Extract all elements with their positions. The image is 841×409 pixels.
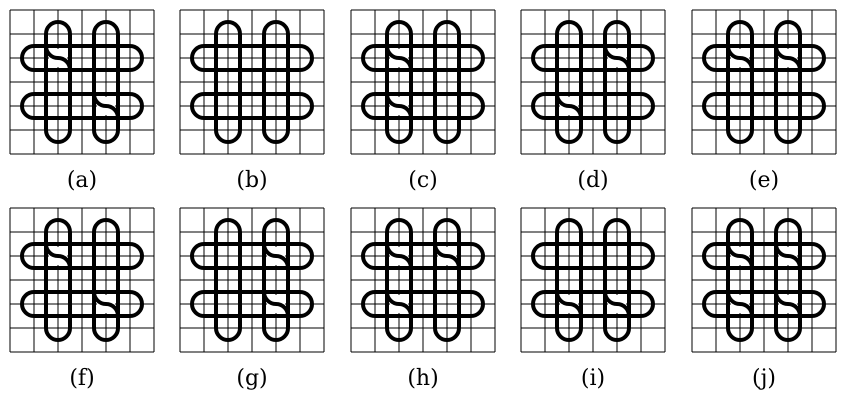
knot-bend <box>385 92 413 120</box>
panel <box>179 207 325 353</box>
panel-caption: (g) <box>236 366 267 391</box>
knot-bend <box>44 44 72 72</box>
panel <box>520 207 666 353</box>
knot-strand <box>433 218 461 342</box>
knot-strand <box>774 218 802 342</box>
knot-strand <box>433 20 461 144</box>
knot-strand <box>20 92 144 120</box>
panel-caption: (d) <box>577 168 608 193</box>
knot-strand <box>20 44 144 72</box>
knot-bend <box>385 290 413 318</box>
knot-strand <box>92 218 120 342</box>
knot-strand <box>190 242 314 270</box>
knot-bend <box>555 92 583 120</box>
knot-bend <box>262 242 290 270</box>
knot-bend <box>603 290 631 318</box>
grid <box>9 207 155 353</box>
knot-strand <box>702 92 826 120</box>
knot-bend <box>726 242 754 270</box>
knot-bend <box>726 44 754 72</box>
knot-strand <box>190 92 314 120</box>
panel <box>350 207 496 353</box>
knot-strand <box>385 218 413 342</box>
grid <box>691 9 837 155</box>
panel-caption: (b) <box>236 168 267 193</box>
grid <box>350 9 496 155</box>
knot-strand <box>20 290 144 318</box>
knot-strand <box>726 20 754 144</box>
knot-strand <box>190 44 314 72</box>
knot-strand <box>603 20 631 144</box>
knot-strand <box>361 290 485 318</box>
panel <box>350 9 496 155</box>
knot-strand <box>774 20 802 144</box>
knot-strand <box>726 218 754 342</box>
grid <box>9 9 155 155</box>
grid <box>179 207 325 353</box>
panel <box>691 9 837 155</box>
knot-strand <box>702 242 826 270</box>
panel-caption: (h) <box>407 366 438 391</box>
knot-strand <box>190 290 314 318</box>
knot-strand <box>702 44 826 72</box>
knot-bend <box>92 290 120 318</box>
panel <box>9 207 155 353</box>
knot-strand <box>44 20 72 144</box>
panel <box>9 9 155 155</box>
knot-bend <box>726 290 754 318</box>
knot-strand <box>531 242 655 270</box>
knot-bend <box>603 44 631 72</box>
panel-caption: (a) <box>67 168 97 193</box>
knot-strand <box>361 242 485 270</box>
knot-strand <box>555 218 583 342</box>
panel-caption: (j) <box>752 366 776 391</box>
panel <box>179 9 325 155</box>
knot-strand <box>20 242 144 270</box>
grid <box>179 9 325 155</box>
knot-bend <box>385 44 413 72</box>
grid <box>520 207 666 353</box>
knot-strand <box>531 44 655 72</box>
knot-strand <box>214 20 242 144</box>
knot-bend <box>433 242 461 270</box>
knot-bend <box>774 44 802 72</box>
knot-strand <box>555 20 583 144</box>
knot-strand <box>702 290 826 318</box>
knot-strand <box>603 218 631 342</box>
knot-strand <box>531 92 655 120</box>
panel-caption: (i) <box>581 366 605 391</box>
panel <box>520 9 666 155</box>
knot-strand <box>361 44 485 72</box>
knot-strand <box>44 218 72 342</box>
grid <box>350 207 496 353</box>
knot-bend <box>774 290 802 318</box>
knot-strand <box>262 218 290 342</box>
knot-strand <box>214 218 242 342</box>
panel <box>691 207 837 353</box>
knot-bend <box>92 92 120 120</box>
grid <box>520 9 666 155</box>
knot-bend <box>262 290 290 318</box>
knot-bend <box>44 242 72 270</box>
knot-strand <box>92 20 120 144</box>
knot-bend <box>774 242 802 270</box>
knot-strand <box>361 92 485 120</box>
knot-bend <box>385 242 413 270</box>
knot-strand <box>531 290 655 318</box>
grid <box>691 207 837 353</box>
knot-strand <box>262 20 290 144</box>
panel-caption: (e) <box>749 168 779 193</box>
knot-strand <box>385 20 413 144</box>
panel-caption: (c) <box>408 168 438 193</box>
knot-bend <box>555 290 583 318</box>
panel-caption: (f) <box>69 366 94 391</box>
